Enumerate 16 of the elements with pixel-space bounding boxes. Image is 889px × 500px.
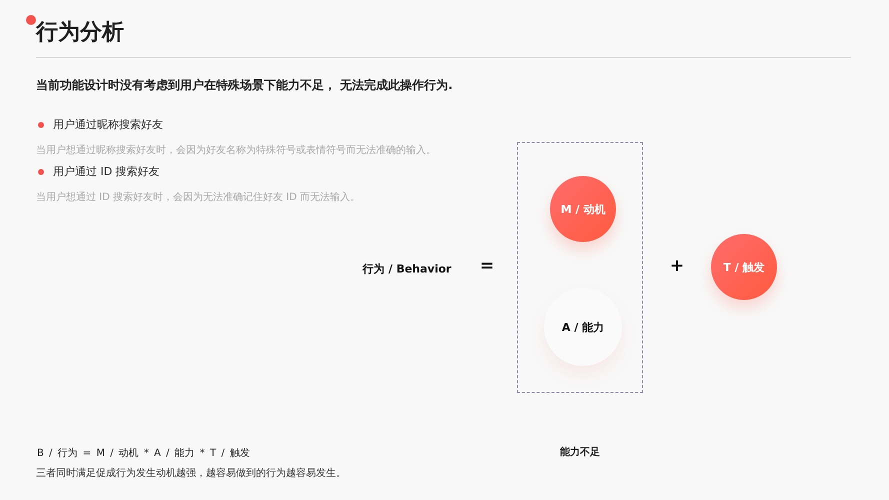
formula-term: 行为 / Behavior <box>362 262 452 276</box>
description-text: 当用户想通过昵称搜索好友时，会因为好友名称为特殊符号或表情符号而无法准确的输入。 <box>36 145 436 156</box>
bullet-text: 用户通过 ID 搜索好友 <box>53 164 160 179</box>
note-text: 三者同时满足促成行为发生动机越强，越容易做到的行为越容易发生。 <box>36 468 346 479</box>
operator-sign: = <box>480 256 494 276</box>
circle-node: A / 能力 <box>544 288 622 366</box>
dashed-frame <box>517 142 643 393</box>
bullet-text: 用户通过昵称搜索好友 <box>53 117 163 132</box>
circle-node: M / 动机 <box>550 176 616 242</box>
description-text: 当用户想通过 ID 搜索好友时，会因为无法准确记住好友 ID 而无法输入。 <box>36 192 360 203</box>
operator-sign: + <box>670 256 684 276</box>
formula-text: B / 行为 = M / 动机 * A / 能力 * T / 触发 <box>37 448 250 459</box>
caption-text: 能力不足 <box>560 447 600 458</box>
circle-node: T / 触发 <box>711 234 777 300</box>
page-title: 行为分析 <box>36 19 124 47</box>
intro-text: 当前功能设计时没有考虑到用户在特殊场景下能力不足， 无法完成此操作行为. <box>36 78 453 92</box>
